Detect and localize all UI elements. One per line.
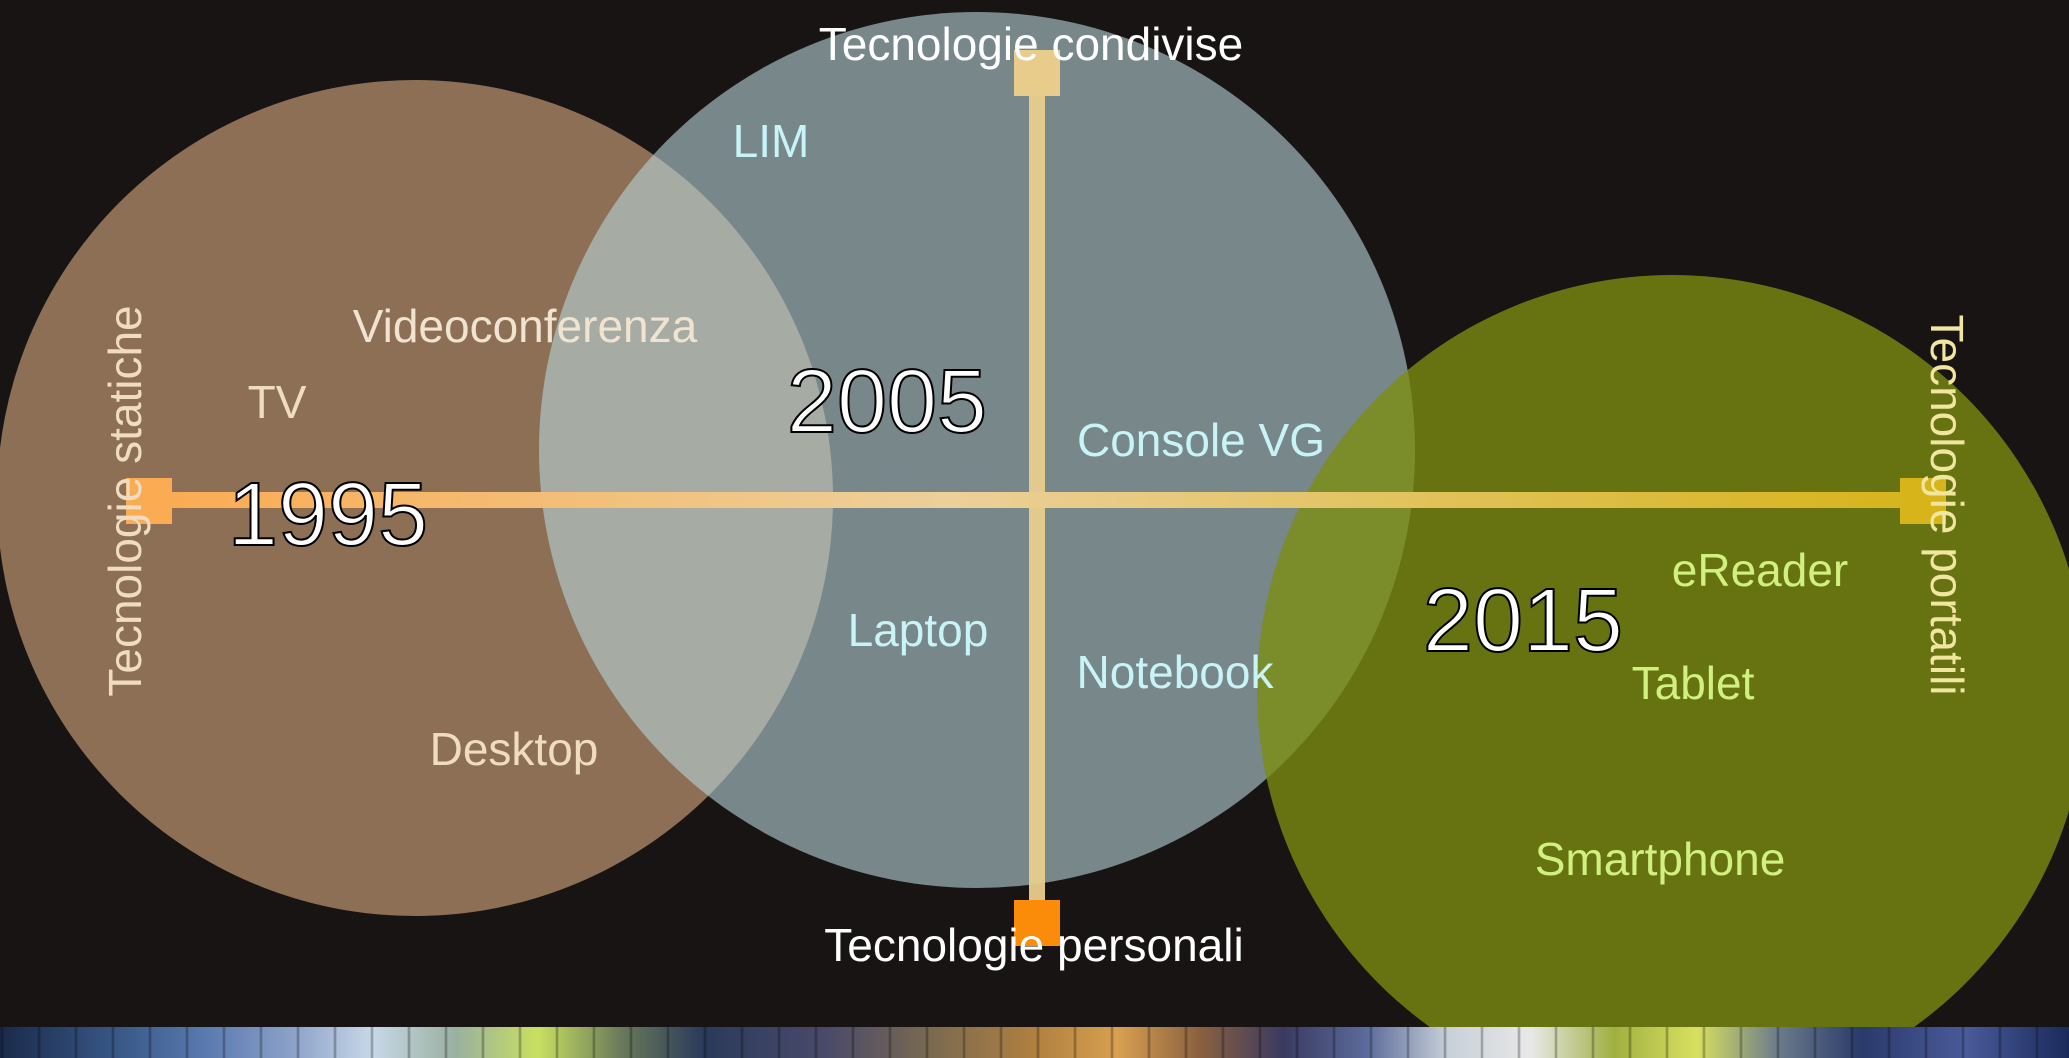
static-axis-marker — [126, 478, 172, 524]
item-laptop: Laptop — [848, 604, 989, 656]
axis-label-personal: Tecnologie personali — [824, 919, 1243, 971]
item-ereader: eReader — [1672, 544, 1848, 596]
personal-axis-marker — [1014, 900, 1060, 946]
vertical-axis — [1029, 80, 1045, 910]
item-videoconferenza: Videoconferenza — [353, 300, 698, 352]
axis-label-shared: Tecnologie condivise — [819, 18, 1244, 70]
item-tv: TV — [248, 376, 307, 428]
portable-axis-marker — [1900, 478, 1946, 524]
item-notebook: Notebook — [1077, 646, 1275, 698]
year-2015: 2015 — [1423, 571, 1623, 671]
axis-label-static: Tecnologie statiche — [99, 305, 151, 696]
item-smartphone: Smartphone — [1535, 833, 1786, 885]
background-photo-strip — [0, 1027, 2069, 1058]
portable-technologies-circle — [1257, 275, 2069, 1058]
item-lim: LIM — [733, 115, 810, 167]
shared-technologies-circle — [539, 12, 1415, 888]
shared-axis-marker — [1014, 50, 1060, 96]
year-1995: 1995 — [228, 465, 428, 565]
item-tablet: Tablet — [1632, 657, 1755, 709]
item-console-vg: Console VG — [1077, 414, 1325, 466]
axis-label-portable: Tecnologie portatili — [1921, 314, 1973, 695]
item-desktop: Desktop — [430, 723, 599, 775]
year-2005: 2005 — [787, 352, 987, 452]
